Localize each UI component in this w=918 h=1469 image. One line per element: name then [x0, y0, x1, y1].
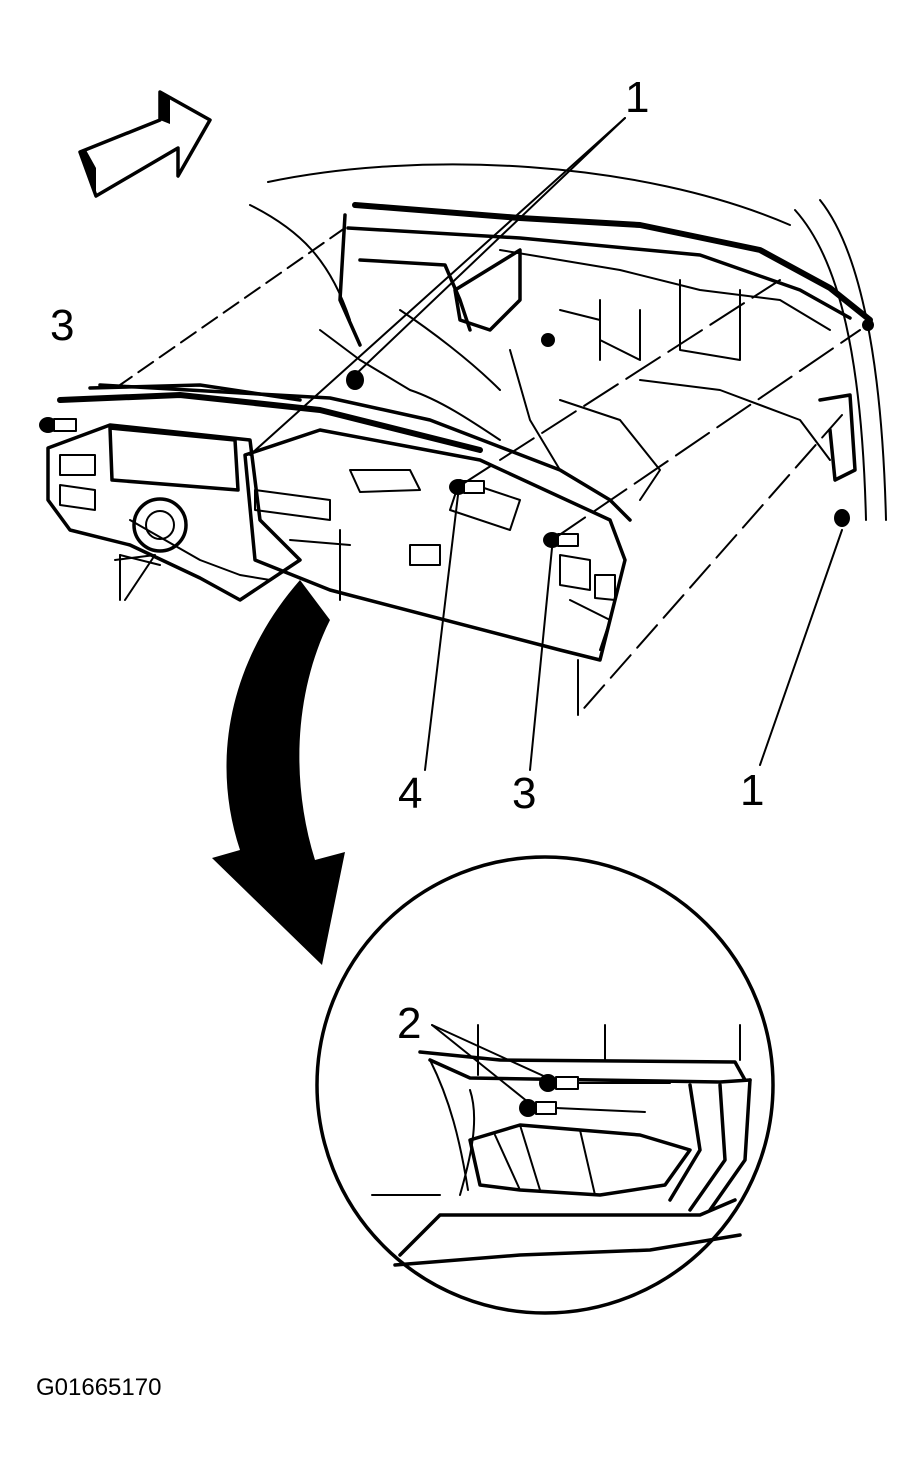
callout-3-bottom: 3 [512, 769, 536, 818]
detail-pointer-arrow [212, 580, 345, 965]
figure-id-label: G01665170 [36, 1374, 161, 1401]
callout-4: 4 [398, 769, 422, 818]
front-direction-arrow [78, 90, 212, 198]
instrument-panel-assembly [39, 163, 887, 662]
callout-1-top: 1 [625, 73, 649, 122]
callout-labels: 1 3 4 3 1 2 [50, 73, 764, 1048]
detail-view-circle [315, 855, 775, 1315]
callout-leader-lines [119, 117, 861, 771]
callout-2-detail: 2 [397, 999, 421, 1048]
callout-3-left: 3 [50, 301, 74, 350]
callout-1-bottom-right: 1 [740, 766, 764, 815]
